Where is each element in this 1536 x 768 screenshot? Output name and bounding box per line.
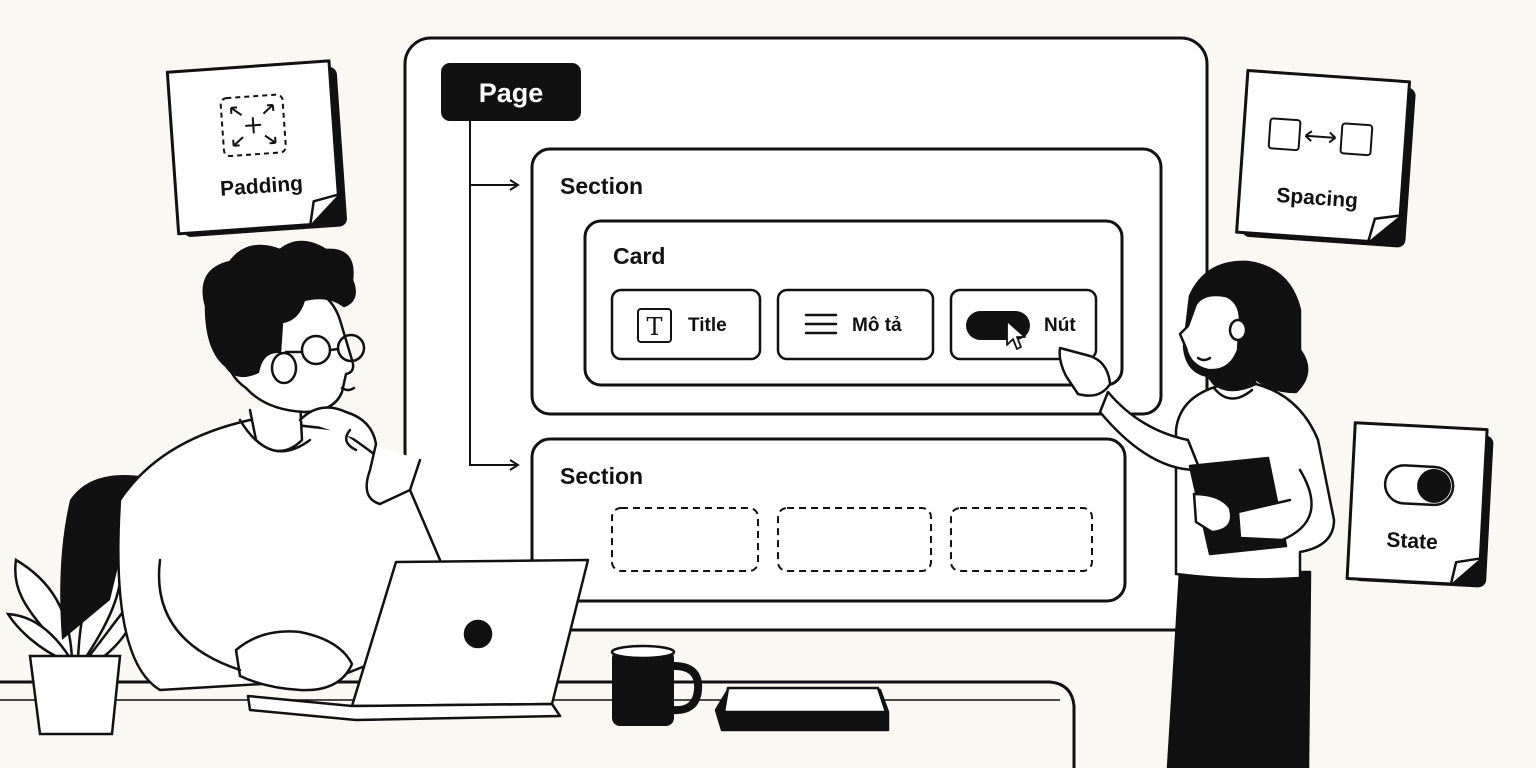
card-item-button: Nút xyxy=(949,288,1098,361)
section-2-label: Section xyxy=(560,463,643,489)
card-item-description: Mô tả xyxy=(776,288,935,361)
placeholder-slot xyxy=(611,507,759,572)
sticky-note-spacing-label: Spacing xyxy=(1276,184,1359,213)
placeholder-slot xyxy=(777,507,932,572)
coffee-mug xyxy=(610,644,703,726)
section-1: Section Card T Title xyxy=(530,147,1163,416)
page-tag: Page xyxy=(441,63,581,121)
sticky-note-state-label: State xyxy=(1386,529,1438,555)
card-item-description-label: Mô tả xyxy=(852,315,902,336)
card-item-title-label: Title xyxy=(688,315,727,336)
book xyxy=(714,686,890,732)
card-label: Card xyxy=(613,243,665,269)
padding-arrows-icon xyxy=(219,93,287,158)
text-t-icon: T xyxy=(637,308,672,343)
hierarchy-connectors xyxy=(469,121,520,471)
spacing-boxes-icon xyxy=(1267,117,1374,157)
sticky-note-state: State xyxy=(1345,421,1494,588)
card-item-title: T Title xyxy=(610,288,762,361)
section-1-label: Section xyxy=(560,173,643,199)
pill-button-cursor-icon xyxy=(966,311,1030,350)
section-2: Section xyxy=(530,437,1127,603)
menu-lines-icon xyxy=(804,313,838,335)
card: Card T Title Mô tả xyxy=(583,219,1124,387)
svg-text:T: T xyxy=(646,313,662,341)
placeholder-slot xyxy=(950,507,1093,572)
sticky-note-spacing: Spacing xyxy=(1235,69,1416,248)
woman-character xyxy=(1058,260,1336,768)
sticky-note-padding: Padding xyxy=(165,59,347,237)
man-character xyxy=(117,240,442,692)
card-item-button-label: Nút xyxy=(1044,315,1076,336)
page-label: Page xyxy=(479,78,544,108)
toggle-switch-icon xyxy=(1383,464,1455,507)
laptop xyxy=(246,558,590,722)
